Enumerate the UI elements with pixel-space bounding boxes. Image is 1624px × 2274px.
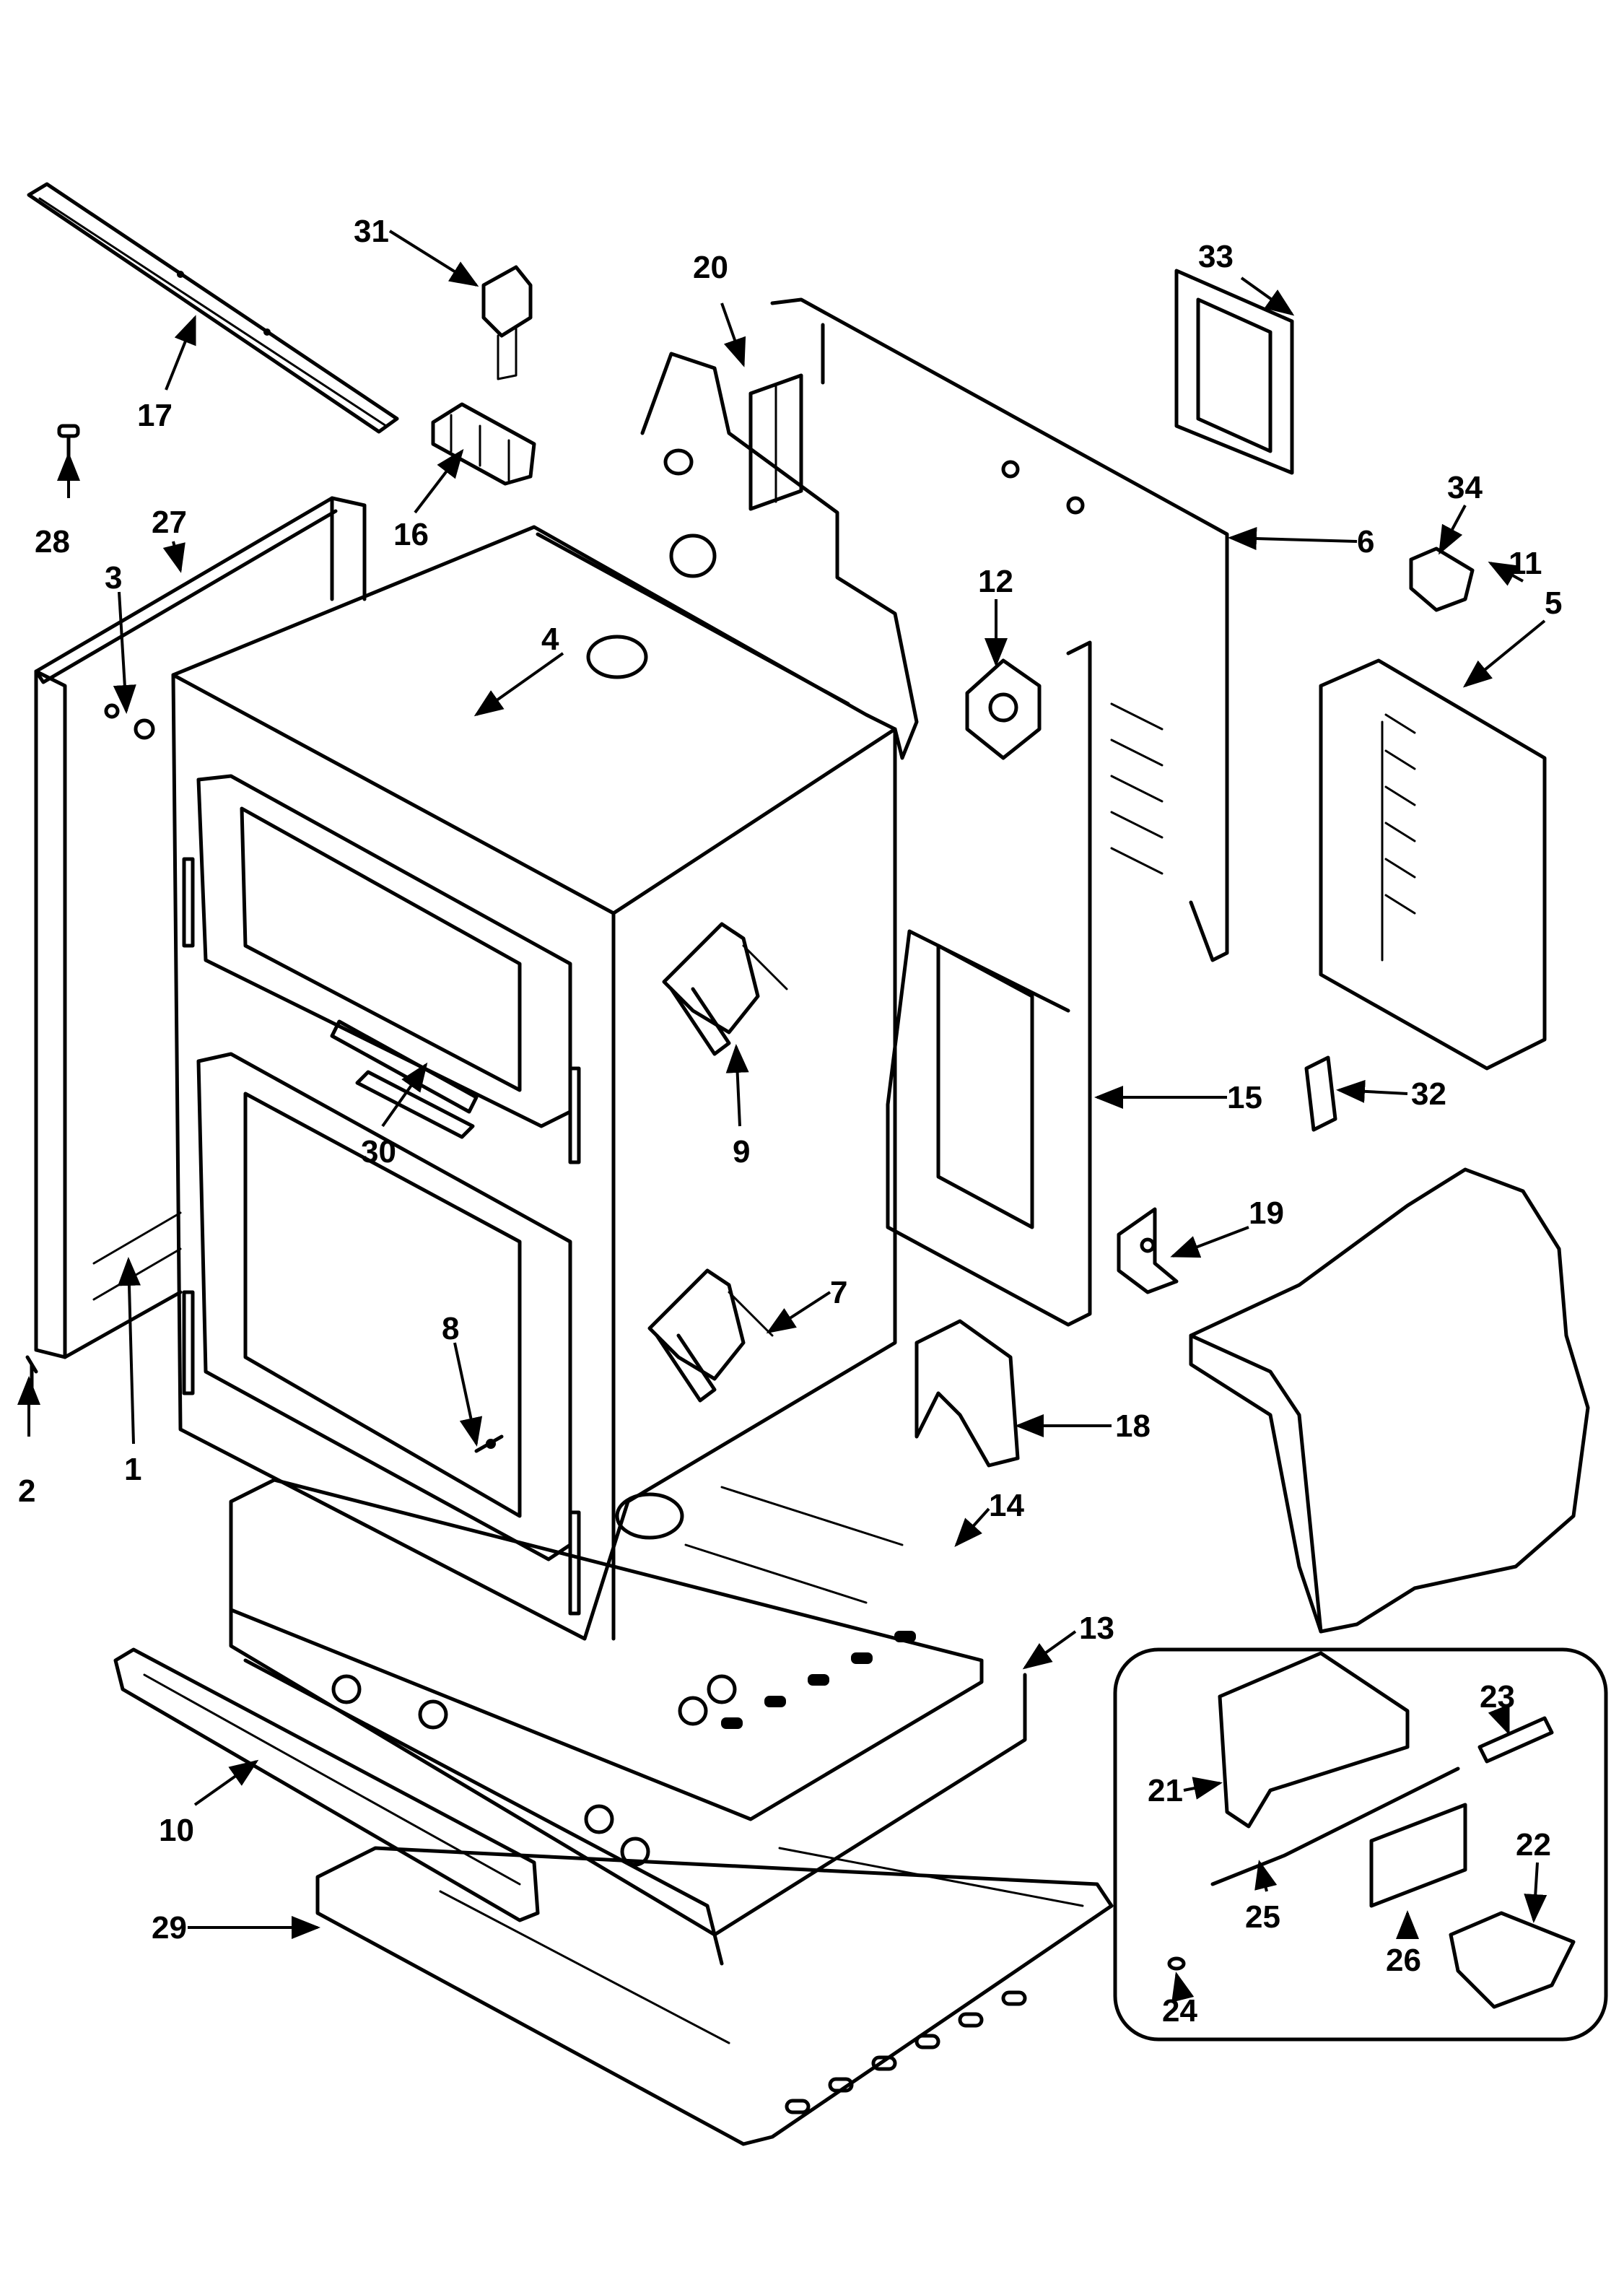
label-30: 30 [361,1134,396,1169]
label-1: 1 [124,1452,141,1487]
label-22: 22 [1516,1827,1551,1863]
part-32-bracket [1304,1055,1337,1132]
part-9-hinge [662,922,788,1056]
label-25: 25 [1245,1899,1280,1935]
part-16-terminal-block [431,402,536,486]
label-9: 9 [733,1134,750,1169]
part-19-bracket [1117,1207,1179,1294]
part-12-plate [965,658,1042,760]
part-26-plate [1369,1803,1467,1908]
part-18-bracket [914,1319,1020,1468]
part-33-vent-hood [1174,269,1294,475]
label-14: 14 [989,1488,1024,1523]
label-7: 7 [830,1275,847,1310]
part-14-burner-box [229,1478,984,1821]
part-17-top-rail [27,182,399,434]
label-28: 28 [35,524,70,559]
part-34-clip [1409,546,1475,612]
part-27-side-trim [34,496,367,684]
label-16: 16 [393,517,429,552]
part-20-bracket [748,373,803,511]
label-19: 19 [1249,1195,1284,1231]
label-2: 2 [18,1473,35,1509]
part-10-rail [113,1647,540,1922]
label-4: 4 [541,622,559,657]
label-33: 33 [1198,239,1234,274]
label-5: 5 [1545,585,1562,621]
part-13-burner-base [229,1608,1027,1966]
label-24: 24 [1162,1993,1197,2029]
label-31: 31 [354,214,389,249]
part-11-insulation [1189,1167,1590,1634]
label-20: 20 [693,250,728,285]
callout-labels: 31 17 28 16 27 3 4 20 33 6 34 5 12 9 30 … [18,214,1562,2029]
label-12: 12 [978,564,1013,599]
label-34: 34 [1447,470,1483,505]
label-6: 6 [1357,524,1374,559]
label-17: 17 [137,398,173,433]
part-22-switch [1449,1911,1576,2009]
part-21-bracket [1218,1651,1410,1829]
label-10: 10 [159,1813,194,1848]
label-23: 23 [1480,1679,1515,1715]
label-13: 13 [1079,1611,1114,1646]
part-31-switch [481,265,533,380]
part-3-screws [104,703,155,740]
part-5-vent-panel [1319,658,1547,1071]
label-21: 21 [1148,1773,1183,1808]
part-23-spring [1477,1716,1554,1764]
part-8-screw [474,1434,504,1453]
label-15: 15 [1227,1080,1262,1115]
label-11: 11 [1509,546,1542,581]
part-6-rear-panel [640,297,1229,962]
part-30-bracket [355,1070,475,1139]
part-29-bottom-panel [315,1846,1114,2146]
label-18: 18 [1115,1408,1151,1444]
label-29: 29 [152,1910,187,1946]
part-24-clip [1167,1956,1186,1971]
label-3: 3 [105,560,122,596]
leader-lines [17,230,1547,2003]
part-7-hinge [647,1268,774,1403]
label-27: 27 [152,505,187,540]
label-32: 32 [1411,1076,1446,1112]
inset-detail-box [1113,1647,1608,2042]
label-8: 8 [442,1311,459,1346]
label-26: 26 [1386,1943,1421,1978]
part-1-left-side-panel [34,669,183,1359]
part-15-side-panel [886,640,1164,1327]
part-4-oven-cavity [171,525,897,1641]
part-25-rod [1210,1767,1460,1886]
